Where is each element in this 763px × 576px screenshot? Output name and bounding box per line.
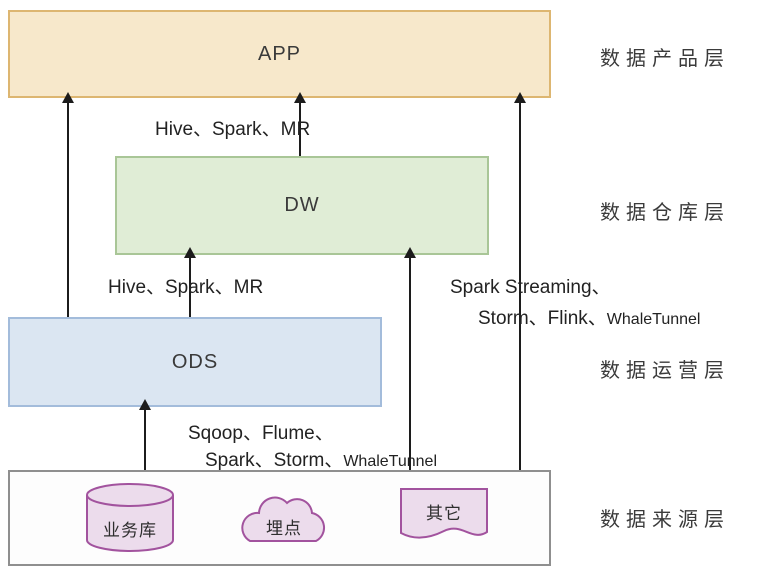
- arrow-dw-to-app: [294, 92, 306, 156]
- arrow-ods-to-dw: [184, 247, 196, 317]
- side-label-warehouse: 数据仓库层: [600, 202, 730, 224]
- annotation-source-line2-suffix: WhaleTunnel: [343, 453, 437, 470]
- layer-label-app: APP: [257, 42, 302, 65]
- side-label-source: 数据来源层: [600, 509, 730, 531]
- arrow-ods-to-app: [62, 92, 74, 317]
- layer-box-app: APP: [8, 10, 551, 98]
- annotation-source-line1: Sqoop、Flume、: [188, 423, 334, 444]
- side-label-operation: 数据运营层: [600, 360, 730, 382]
- annotation-dw-to-app-tools: Hive、Spark、MR: [155, 119, 311, 140]
- annotation-source-line2: Spark、Storm、WhaleTunnel: [205, 445, 437, 472]
- annotation-source-line2-main: Spark、Storm、: [205, 450, 344, 471]
- arrow-head-icon: [184, 247, 196, 258]
- arrow-head-icon: [139, 399, 151, 410]
- arrow-head-icon: [514, 92, 526, 103]
- cloud-icon: [241, 496, 326, 542]
- source-item-label-other: 其它: [426, 504, 462, 523]
- source-item-label-tracking: 埋点: [266, 519, 302, 538]
- layer-label-ods: ODS: [171, 350, 219, 373]
- layer-label-dw: DW: [284, 194, 320, 216]
- arrow-head-icon: [404, 247, 416, 258]
- layer-box-dw: DW: [115, 156, 489, 255]
- side-label-product: 数据产品层: [600, 48, 730, 70]
- arrow-head-icon: [294, 92, 306, 103]
- annotation-streaming-line1: Spark Streaming、: [450, 277, 611, 298]
- annotation-ods-to-dw-tools: Hive、Spark、MR: [108, 277, 264, 298]
- source-item-tracking: 埋点: [232, 486, 336, 550]
- layer-box-ods: ODS: [8, 317, 382, 407]
- arrow-source-to-dw: [404, 247, 416, 470]
- source-item-other: 其它: [398, 486, 490, 548]
- arrow-source-to-app: [514, 92, 526, 470]
- source-item-business-db: 业务库: [84, 482, 176, 554]
- document-icon: [400, 488, 488, 539]
- source-item-label-business-db: 业务库: [103, 521, 157, 540]
- database-cylinder-icon: [86, 483, 174, 552]
- arrow-source-to-ods: [139, 399, 151, 470]
- annotation-streaming-line2-main: Storm、Flink、: [478, 308, 607, 329]
- annotation-streaming-line2: Storm、Flink、WhaleTunnel: [478, 303, 700, 330]
- arrow-head-icon: [62, 92, 74, 103]
- annotation-streaming-line2-suffix: WhaleTunnel: [606, 311, 701, 328]
